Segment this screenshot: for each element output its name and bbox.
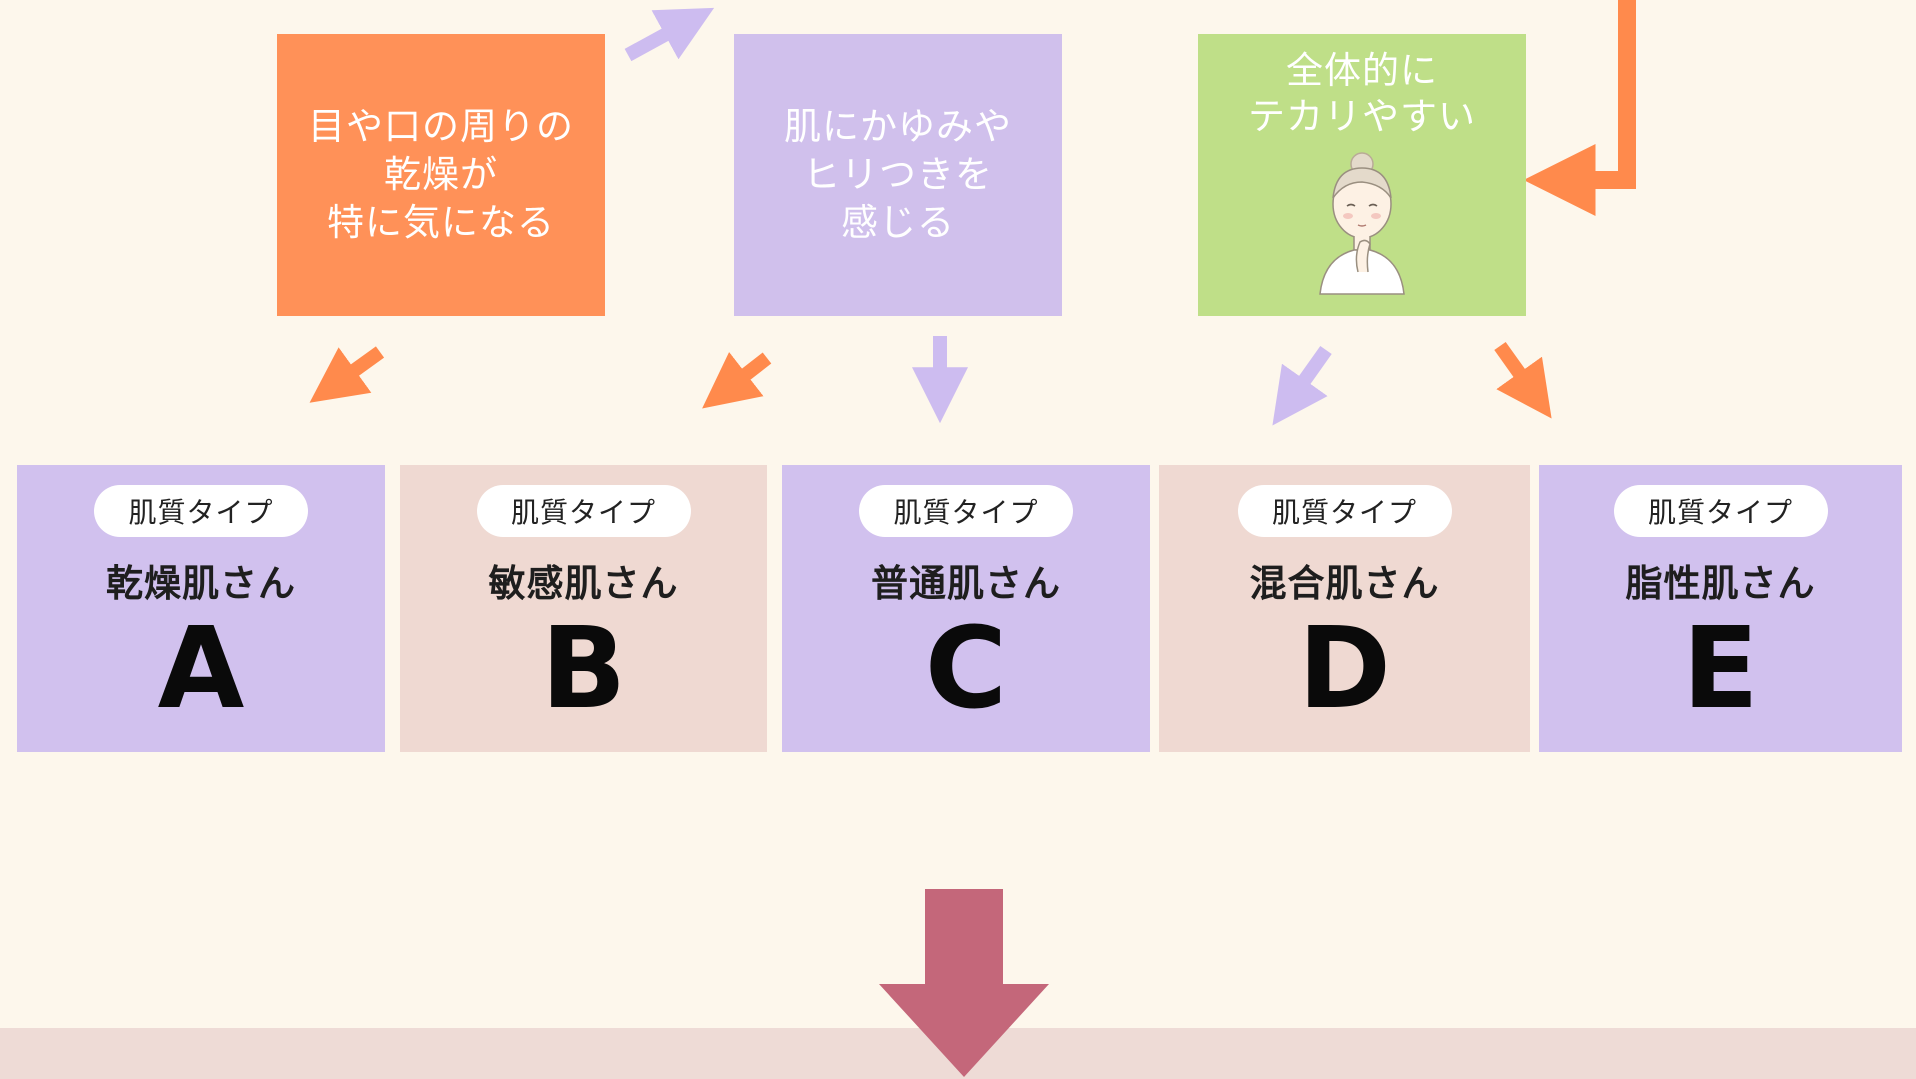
arrow-top-up (624, 7, 715, 62)
skin-type-name: 敏感肌さん (488, 562, 679, 605)
question-text: 全体的に テカリやすい (1248, 49, 1476, 138)
skin-type-letter: C (924, 604, 1008, 734)
skin-type-name: 脂性肌さん (1625, 562, 1816, 605)
arrow-d (1272, 345, 1332, 426)
result-card-c: 肌質タイプ 普通肌さん C (782, 465, 1150, 752)
skin-type-letter: B (540, 604, 627, 734)
skin-type-letter: E (1682, 604, 1759, 734)
skin-type-letter: A (157, 604, 245, 734)
skin-type-pill: 肌質タイプ (1237, 485, 1452, 537)
skin-type-name: 混合肌さん (1249, 562, 1440, 605)
arrow-a (309, 346, 385, 403)
skin-type-pill: 肌質タイプ (94, 485, 308, 537)
skin-type-name: 乾燥肌さん (106, 562, 296, 605)
skin-type-pill: 肌質タイプ (476, 485, 691, 537)
result-card-b: 肌質タイプ 敏感肌さん B (400, 465, 767, 752)
arrow-e (1494, 341, 1552, 419)
arrow-b (702, 351, 772, 409)
arrow-right-elbow (1523, 0, 1636, 216)
result-card-a: 肌質タイプ 乾燥肌さん A (17, 465, 385, 752)
result-card-d: 肌質タイプ 混合肌さん D (1159, 465, 1530, 752)
big-down-arrow-icon (879, 889, 1049, 1077)
skin-type-pill: 肌質タイプ (859, 485, 1073, 537)
skin-type-name: 普通肌さん (871, 562, 1061, 605)
question-box-oiliness: 全体的に テカリやすい (1198, 34, 1526, 316)
skin-type-letter: D (1298, 604, 1391, 734)
question-text: 肌にかゆみや ヒリつきを 感じる (784, 105, 1012, 244)
question-text: 目や口の周りの 乾燥が 特に気になる (308, 105, 574, 244)
skin-type-pill: 肌質タイプ (1613, 485, 1828, 537)
question-box-itchiness: 肌にかゆみや ヒリつきを 感じる (734, 34, 1062, 316)
result-card-e: 肌質タイプ 脂性肌さん E (1539, 465, 1902, 752)
question-box-dryness: 目や口の周りの 乾燥が 特に気になる (277, 34, 605, 316)
woman-thinking-illustration (1319, 152, 1405, 295)
